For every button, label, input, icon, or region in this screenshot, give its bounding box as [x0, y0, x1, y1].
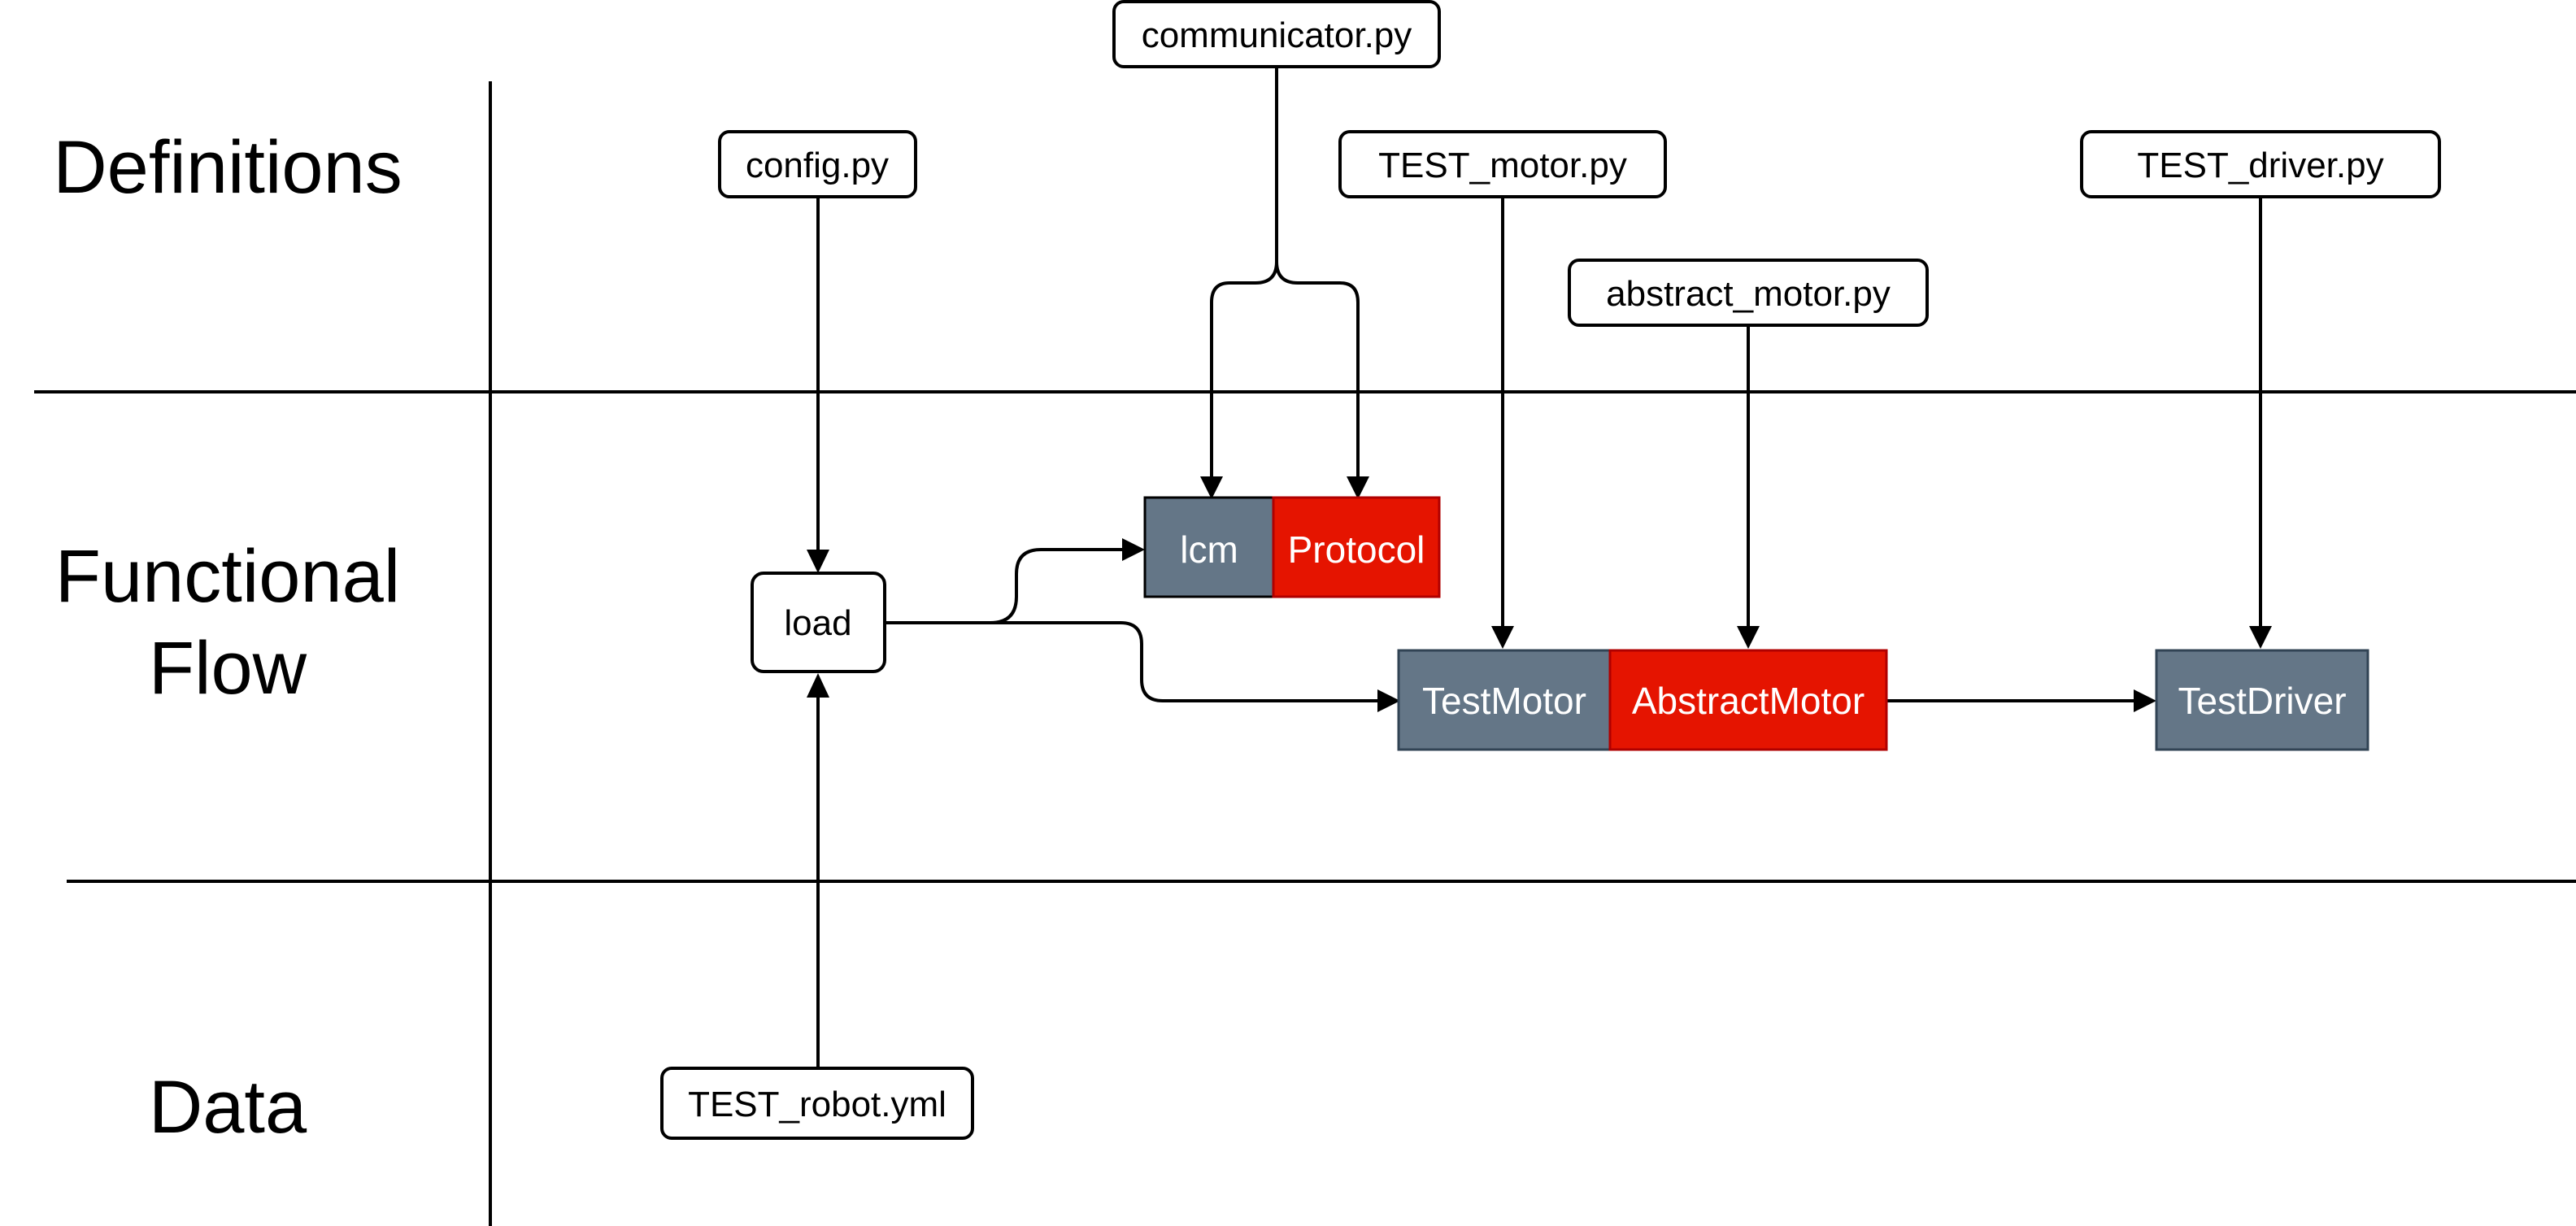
arrow-head-test-motor-file-to-class	[1491, 626, 1514, 649]
file-box-test-motor[interactable]: TEST_motor.py	[1338, 130, 1667, 198]
class-box-test-motor[interactable]: TestMotor	[1397, 649, 1612, 751]
lane-label-functional-flow-line1: Functional	[55, 535, 400, 618]
arrow-head-load-to-lcm	[1122, 538, 1145, 561]
file-box-config[interactable]: config.py	[718, 130, 917, 198]
class-box-protocol[interactable]: Protocol	[1272, 496, 1441, 598]
lane-label-data: Data	[149, 1066, 307, 1149]
class-label-abstract-motor: AbstractMotor	[1632, 680, 1865, 722]
class-label-test-driver: TestDriver	[2178, 680, 2346, 722]
class-rect-protocol	[1272, 496, 1441, 598]
file-label-test-motor: TEST_motor.py	[1378, 146, 1627, 185]
file-box-communicator[interactable]: communicator.py	[1112, 0, 1441, 68]
arrow-head-abstract-motor-file-to-class	[1737, 626, 1760, 649]
class-rect-test-driver	[2155, 649, 2369, 751]
file-box-abstract-motor[interactable]: abstract_motor.py	[1568, 259, 1929, 327]
lane-label-definitions: Definitions	[53, 126, 402, 209]
function-box-load[interactable]: load	[751, 572, 886, 673]
edge-load-to-lcm	[886, 548, 1124, 624]
arrow-head-communicator-to-protocol	[1347, 476, 1369, 499]
class-box-test-driver[interactable]: TestDriver	[2155, 649, 2369, 751]
arrow-head-robot-yml-to-load	[807, 673, 829, 698]
class-label-lcm: lcm	[1180, 528, 1238, 571]
edge-load-to-test-motor	[886, 621, 1377, 702]
arrow-head-communicator-to-lcm	[1200, 476, 1223, 499]
class-label-test-motor: TestMotor	[1422, 680, 1586, 722]
edge-communicator-to-protocol	[1275, 261, 1360, 480]
arrow-head-load-to-test-motor	[1377, 689, 1400, 712]
arrow-head-test-driver-file-to-class	[2249, 626, 2272, 649]
file-label-test-robot: TEST_robot.yml	[688, 1085, 946, 1124]
file-box-test-robot[interactable]: TEST_robot.yml	[660, 1067, 974, 1140]
class-rect-abstract-motor	[1608, 649, 1888, 751]
class-box-abstract-motor[interactable]: AbstractMotor	[1608, 649, 1888, 751]
arrow-head-abstract-motor-to-test-driver	[2134, 689, 2156, 712]
file-label-abstract-motor: abstract_motor.py	[1606, 274, 1891, 314]
file-label-communicator: communicator.py	[1142, 15, 1412, 55]
file-box-test-driver[interactable]: TEST_driver.py	[2080, 130, 2441, 198]
lane-label-functional-flow-line2: Flow	[149, 627, 307, 710]
function-label-load: load	[784, 603, 851, 643]
arrow-head-config-to-load	[807, 550, 829, 573]
edge-communicator-split	[1210, 67, 1278, 480]
class-box-lcm[interactable]: lcm	[1143, 496, 1275, 598]
class-label-protocol: Protocol	[1288, 528, 1425, 571]
file-label-config: config.py	[746, 146, 889, 185]
class-rect-test-motor	[1397, 649, 1612, 751]
file-label-test-driver: TEST_driver.py	[2137, 146, 2383, 185]
